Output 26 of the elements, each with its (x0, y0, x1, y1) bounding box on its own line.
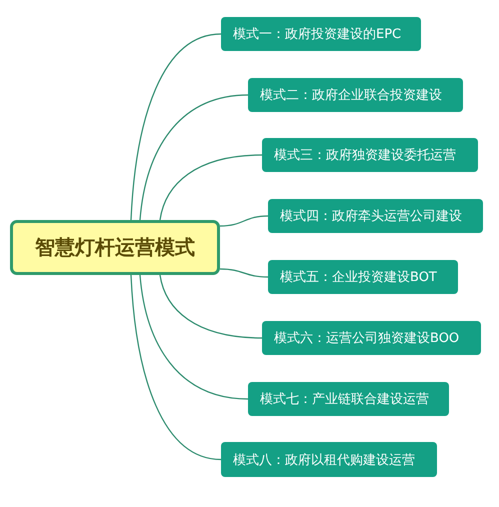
connector-line (130, 33, 222, 220)
topic-text: 模式八：政府以租代购建设运营 (233, 452, 415, 468)
connector-line (159, 274, 262, 339)
connector-line (159, 154, 262, 220)
topic-text: 模式四：政府牵头运营公司建设 (280, 208, 462, 225)
topic-text: 模式五：企业投资建设BOT (280, 269, 437, 286)
connector-line (139, 94, 248, 220)
topic-text: 模式二：政府企业联合投资建设 (260, 87, 442, 104)
branch-topic-box (268, 260, 458, 294)
connector-line (130, 274, 222, 460)
topic-text: 模式七：产业链联合建设运营 (260, 391, 429, 408)
topic-text: 智慧灯杆运营模式 (35, 234, 195, 261)
branch-topic-box (221, 442, 437, 477)
branch-topic-box (221, 17, 421, 51)
connector-line (220, 268, 268, 278)
topic-text: 模式六：运营公司独资建设BOO (274, 330, 460, 347)
topic-text: 模式一：政府投资建设的EPC (233, 26, 402, 43)
connector-line (220, 215, 268, 227)
branch-topic-box (248, 382, 449, 416)
branch-topic-box (248, 78, 463, 112)
branch-topic-box (268, 199, 483, 233)
connector-line (139, 274, 248, 400)
branch-topic-box (262, 138, 478, 172)
topic-text: 模式三：政府独资建设委托运营 (274, 147, 456, 164)
branch-topic-box (262, 321, 481, 355)
central-topic-box (10, 220, 220, 275)
